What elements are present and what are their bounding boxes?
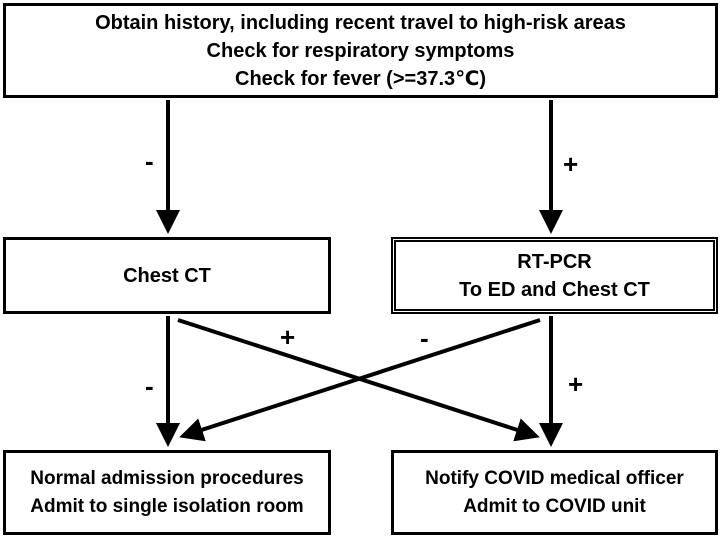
- rtpcr-ed-ct-text: To ED and Chest CT: [459, 278, 650, 301]
- arrow-rtpcr-to-normal: [179, 318, 541, 442]
- normal-admission-box: Normal admission procedures Admit to sin…: [3, 450, 331, 535]
- top-positive-sign: +: [563, 149, 579, 179]
- ct-negative-sign: -: [145, 371, 154, 401]
- screening-box: Obtain history, including recent travel …: [3, 3, 718, 98]
- screening-history-text: Obtain history, including recent travel …: [95, 11, 626, 34]
- top-negative-sign: -: [145, 146, 154, 176]
- screening-symptoms-text: Check for respiratory symptoms: [206, 39, 515, 62]
- ct-positive-sign: +: [280, 322, 296, 352]
- rtpcr-negative-sign: -: [420, 323, 429, 353]
- normal-admission-text: Normal admission procedures: [30, 467, 304, 489]
- chest-ct-box: Chest CT: [3, 237, 331, 314]
- screening-fever-text: Check for fever (>=37.3℃): [235, 67, 486, 90]
- chest-ct-text: Chest CT: [123, 264, 211, 287]
- notify-officer-text: Notify COVID medical officer: [425, 467, 684, 489]
- rtpcr-text: RT-PCR: [517, 250, 592, 273]
- isolation-room-text: Admit to single isolation room: [30, 495, 304, 517]
- rtpcr-positive-sign: +: [568, 369, 584, 399]
- covid-unit-text: Admit to COVID unit: [463, 495, 646, 517]
- notify-covid-box: Notify COVID medical officer Admit to CO…: [391, 450, 718, 535]
- rtpcr-box: RT-PCR To ED and Chest CT: [391, 237, 718, 314]
